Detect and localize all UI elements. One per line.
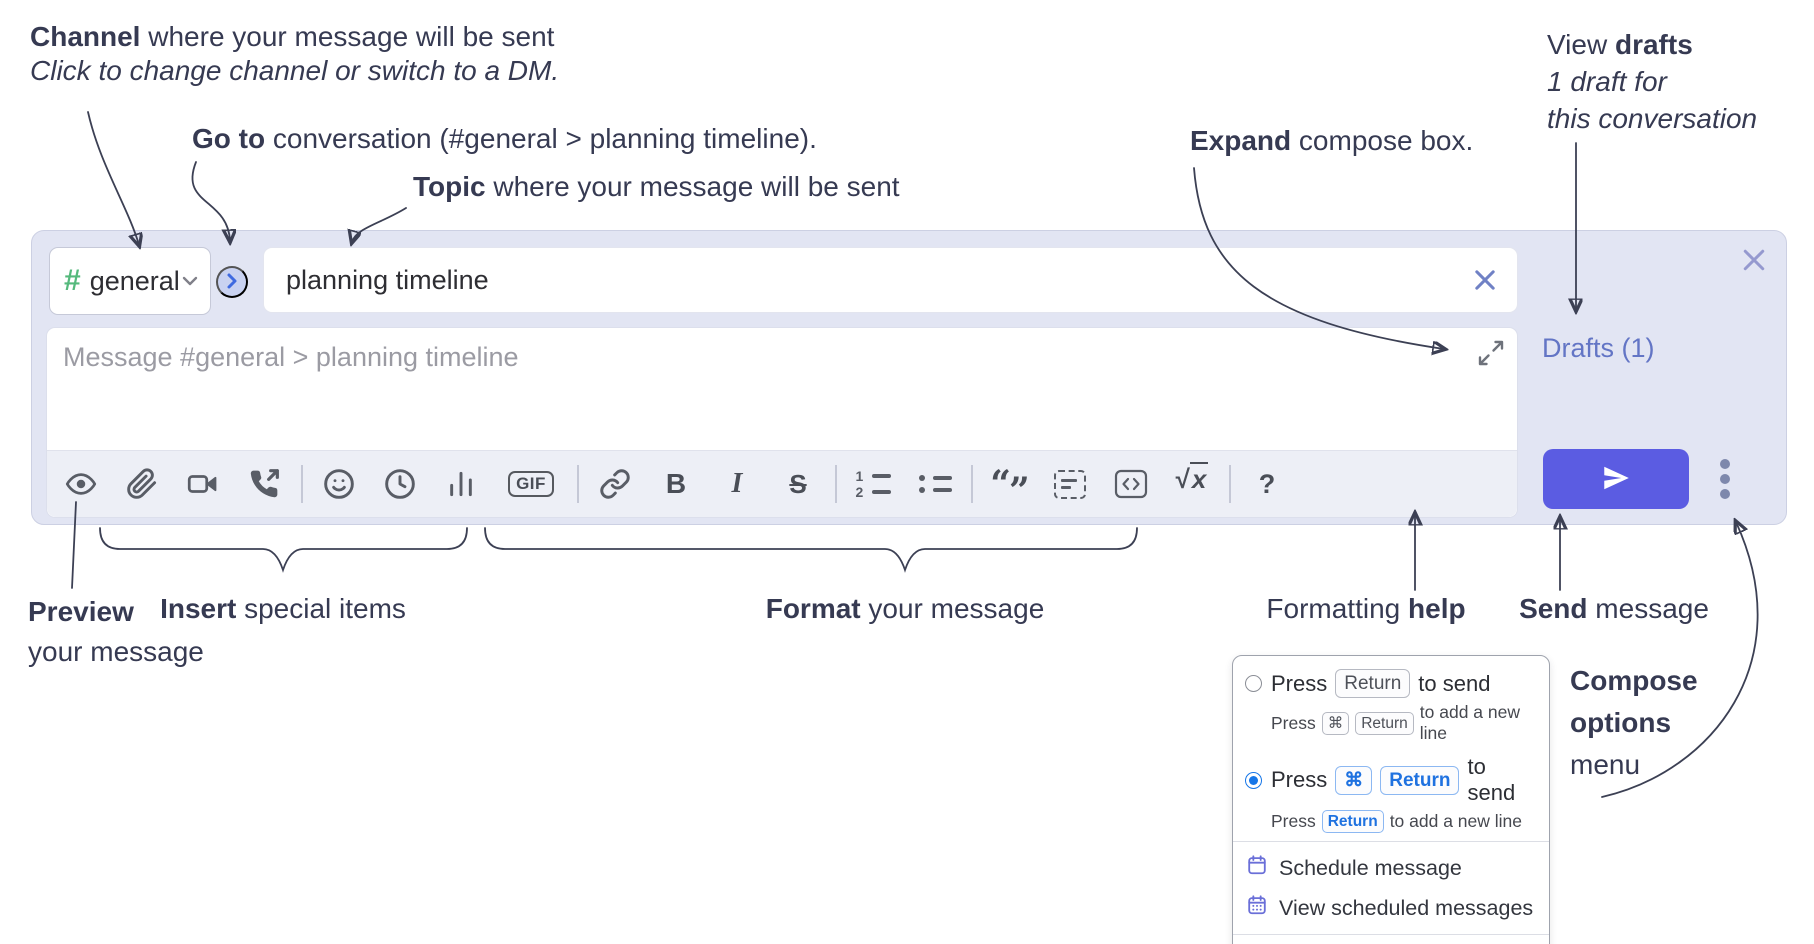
return-keycap: Return xyxy=(1321,810,1384,833)
link-icon[interactable] xyxy=(595,462,635,506)
preview-eye-icon[interactable] xyxy=(61,462,101,506)
emoji-icon[interactable] xyxy=(319,462,359,506)
paper-plane-icon xyxy=(1600,462,1632,497)
code-icon[interactable] xyxy=(1111,462,1151,506)
channel-name: general xyxy=(89,265,180,296)
return-keycap: Return xyxy=(1335,669,1411,698)
voice-call-icon[interactable] xyxy=(244,462,284,506)
compose-options-menu-button[interactable] xyxy=(1710,457,1740,501)
toolbar-divider xyxy=(835,465,837,503)
compose-options-menu: Press Return to send Press ⌘ Return to a… xyxy=(1232,655,1550,944)
option-text: to send xyxy=(1467,754,1516,805)
message-area: GIF B I S 1 2 xyxy=(46,327,1518,518)
annotation-formatting-help: Formatting help xyxy=(1266,593,1466,624)
option-text: Press xyxy=(1271,670,1328,696)
calendar-grid-icon xyxy=(1246,894,1268,922)
annotation-topic: Topic where your message will be sent xyxy=(413,171,900,202)
menu-item-label: Schedule message xyxy=(1279,855,1462,880)
annotation-channel: Channel where your message will be sent … xyxy=(30,21,560,86)
attach-paperclip-icon[interactable] xyxy=(122,462,162,506)
gif-icon[interactable]: GIF xyxy=(502,462,560,506)
toolbar-divider xyxy=(1229,465,1231,503)
send-button[interactable] xyxy=(1543,449,1689,509)
expand-compose-button[interactable] xyxy=(1475,338,1507,370)
formatting-help-icon[interactable]: ? xyxy=(1258,468,1276,499)
dot xyxy=(1720,474,1730,484)
topic-input[interactable] xyxy=(263,247,1518,313)
dot xyxy=(1720,489,1730,499)
dot xyxy=(1720,459,1730,469)
go-to-conversation-button[interactable] xyxy=(216,266,248,298)
drafts-link[interactable]: Drafts (1) xyxy=(1542,333,1655,363)
annotation-send: Send message xyxy=(1519,593,1709,624)
compose-toolbar: GIF B I S 1 2 xyxy=(47,450,1517,517)
italic-icon[interactable]: I xyxy=(731,468,743,499)
option-text: to send xyxy=(1418,670,1491,696)
topic-clear-button[interactable] xyxy=(1470,266,1500,296)
expand-diagonal-arrows-icon xyxy=(1477,339,1505,370)
radio-selected-icon[interactable] xyxy=(1245,771,1262,789)
bold-icon[interactable]: B xyxy=(665,468,687,499)
annotation-preview: Preview your message xyxy=(28,596,204,667)
numbered-list-icon[interactable]: 1 2 xyxy=(853,462,893,506)
annotation-compose-options: Compose options menu xyxy=(1570,665,1698,780)
poll-icon[interactable] xyxy=(441,462,481,506)
send-option-enter[interactable]: Press Return to send xyxy=(1233,667,1549,700)
spoiler-icon[interactable] xyxy=(1050,462,1090,506)
menu-divider xyxy=(1233,841,1549,842)
return-keycap: Return xyxy=(1355,711,1414,735)
menu-item-schedule-message[interactable]: Schedule message xyxy=(1233,848,1549,888)
option-text: Press xyxy=(1271,767,1328,792)
close-icon xyxy=(1471,266,1499,297)
send-option-cmd-enter-subtext: Press Return to add a new line xyxy=(1271,810,1523,833)
cmd-keycap: ⌘ xyxy=(1321,711,1350,735)
annotation-view-drafts: View drafts 1 draft for this conversatio… xyxy=(1547,29,1758,134)
annotation-go-to: Go to conversation (#general > planning … xyxy=(192,123,817,154)
channel-hash-icon: # xyxy=(64,264,81,297)
menu-divider xyxy=(1233,934,1549,935)
toolbar-divider xyxy=(971,465,973,503)
send-option-cmd-enter[interactable]: Press ⌘ Return to send xyxy=(1233,752,1549,808)
channel-selector[interactable]: # general xyxy=(49,247,211,315)
menu-item-view-scheduled-messages[interactable]: View scheduled messages xyxy=(1233,888,1549,928)
send-option-enter-subtext: Press ⌘ Return to add a new line xyxy=(1271,702,1520,743)
strikethrough-icon[interactable]: S xyxy=(789,468,807,499)
video-call-icon[interactable] xyxy=(183,462,223,506)
annotation-insert: Insert special items xyxy=(160,593,406,624)
chevron-right-icon xyxy=(223,271,241,294)
close-compose-button[interactable] xyxy=(1738,245,1770,277)
bulleted-list-icon[interactable] xyxy=(914,462,954,506)
radio-unselected-icon[interactable] xyxy=(1245,675,1262,692)
return-keycap: Return xyxy=(1380,765,1460,795)
quote-icon[interactable]: “” xyxy=(990,463,1029,512)
annotation-expand: Expand compose box. xyxy=(1190,125,1474,156)
toolbar-divider xyxy=(577,465,579,503)
menu-item-label: View scheduled messages xyxy=(1279,895,1534,920)
cmd-keycap: ⌘ xyxy=(1335,765,1373,795)
toolbar-divider xyxy=(301,465,303,503)
global-time-icon[interactable] xyxy=(380,462,420,506)
math-icon[interactable]: √x xyxy=(1175,462,1209,494)
calendar-icon xyxy=(1246,854,1268,882)
message-textarea[interactable] xyxy=(47,328,1517,450)
compose-box: # general xyxy=(31,230,1787,525)
chevron-down-icon xyxy=(180,272,200,290)
close-icon xyxy=(1739,245,1769,278)
annotation-format: Format your message xyxy=(765,593,1045,624)
